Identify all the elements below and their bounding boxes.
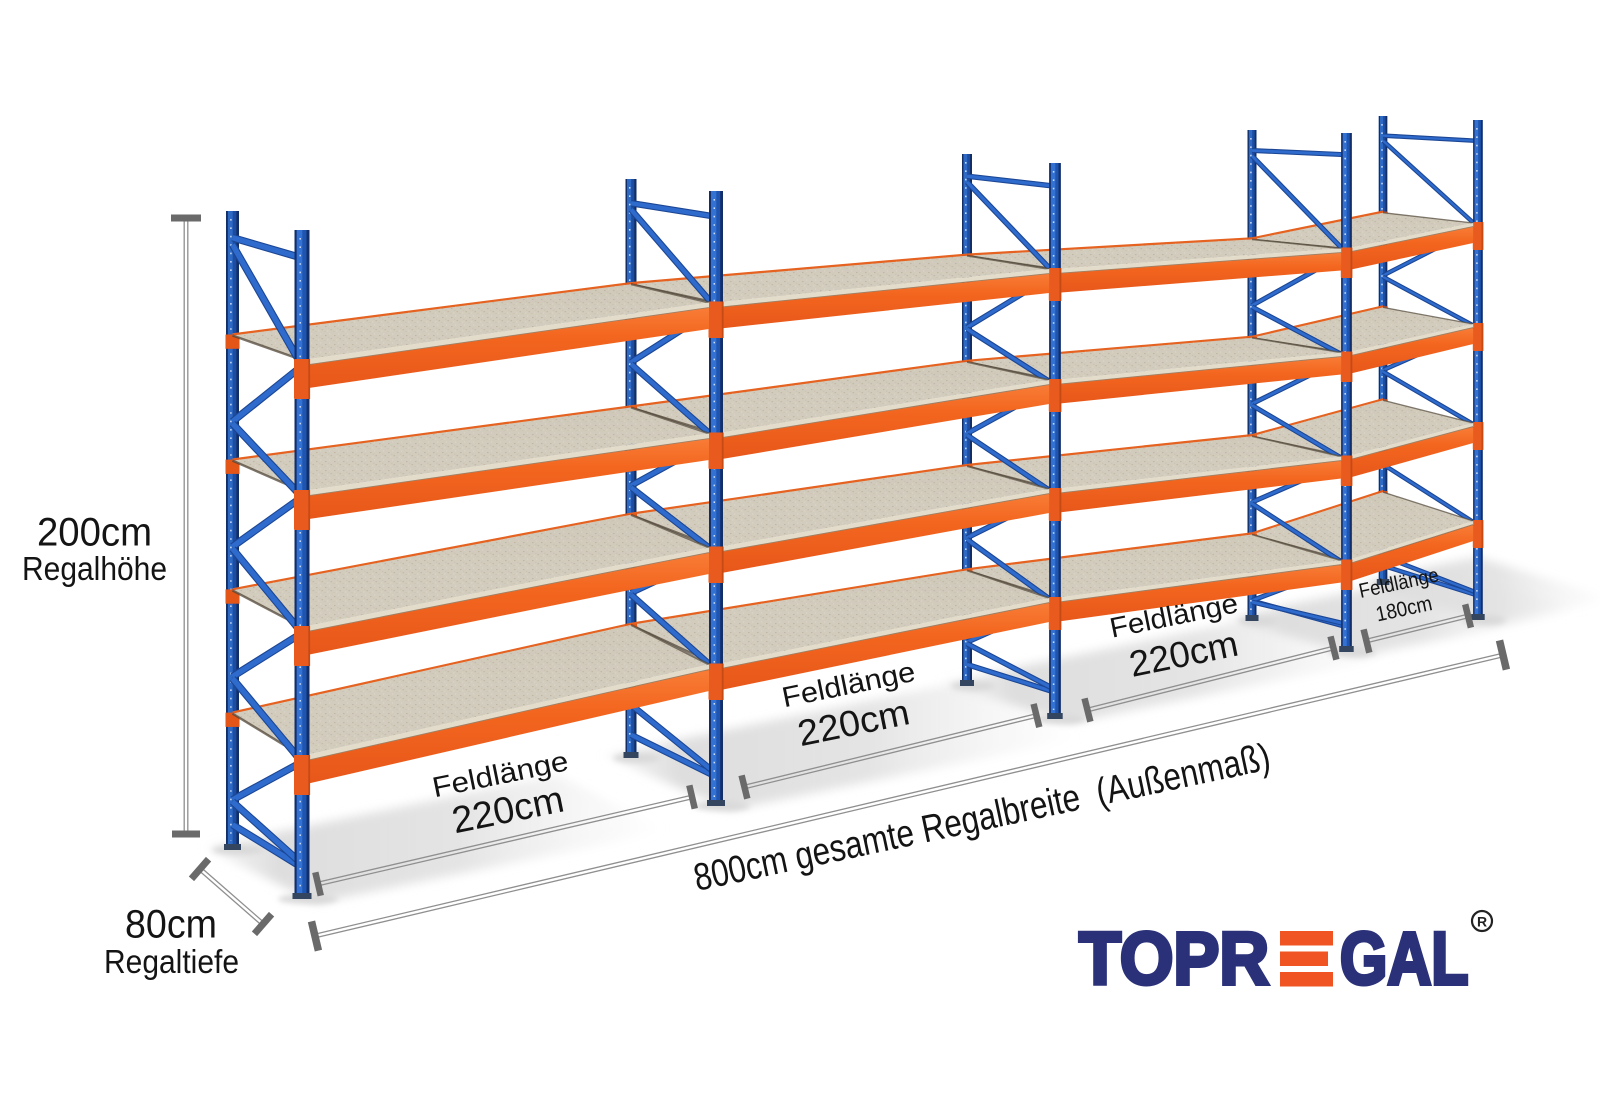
svg-text:GAL: GAL bbox=[1340, 917, 1468, 1000]
svg-text:R: R bbox=[1477, 914, 1487, 930]
svg-text:TOPR: TOPR bbox=[1079, 917, 1269, 1000]
svg-text:Regalhöhe: Regalhöhe bbox=[22, 550, 167, 587]
svg-text:80cm: 80cm bbox=[125, 903, 217, 947]
svg-text:200cm: 200cm bbox=[37, 511, 152, 555]
svg-text:Regaltiefe: Regaltiefe bbox=[104, 943, 239, 980]
